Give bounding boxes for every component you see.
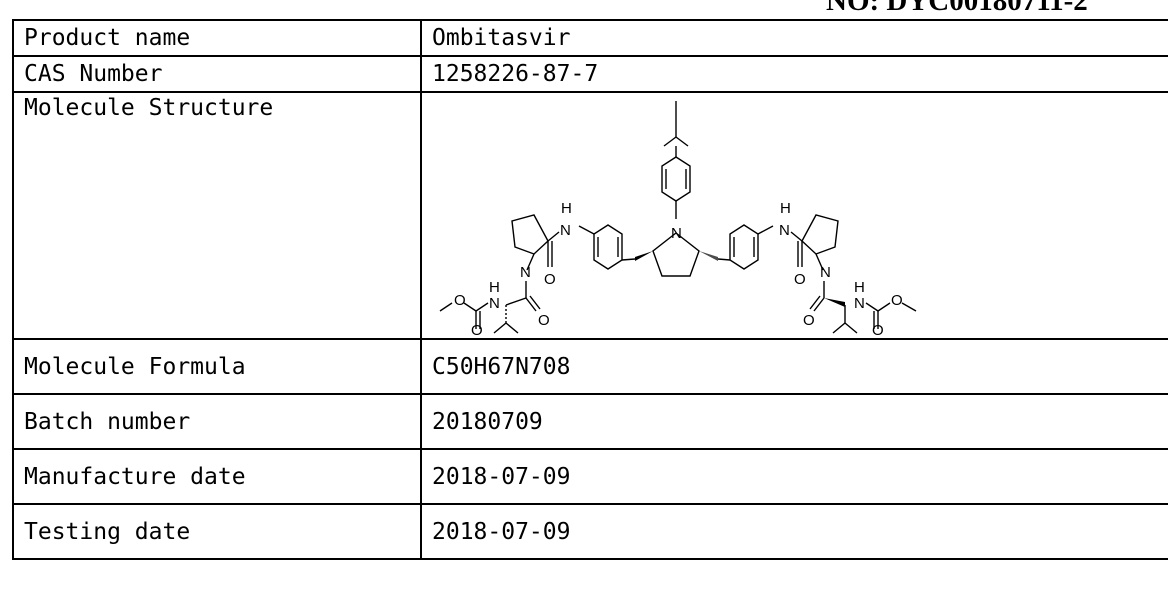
atom-label-o-right-methoxy: O	[891, 292, 903, 309]
atom-label-n: N	[671, 225, 682, 242]
atom-label-o-right-carbamate: O	[872, 322, 884, 336]
product-spec-table: Product name Ombitasvir CAS Number 12582…	[12, 19, 1168, 560]
atom-label-o-right-amide: O	[794, 271, 806, 288]
table-row: Batch number 20180709	[12, 393, 1168, 450]
product-name-value: Ombitasvir	[420, 19, 1168, 57]
wedge-bond-left	[635, 251, 653, 261]
atom-label-h-left-carbamate: H	[489, 279, 500, 296]
right-pyrrolidine-ring	[801, 214, 839, 271]
left-pyrrolidine-ring	[511, 214, 549, 271]
tert-butylphenyl-ring	[661, 156, 691, 219]
atom-label-n-right-ring: N	[820, 264, 831, 281]
manufacture-date-value: 2018-07-09	[420, 448, 1168, 505]
atom-label-o-left-carbonyl: O	[538, 312, 550, 329]
atom-label-n-left-ring: N	[520, 264, 531, 281]
cas-number-value: 1258226-87-7	[420, 55, 1168, 93]
document-number: NO: DYC00180711-2	[826, 0, 1088, 17]
cas-number-label: CAS Number	[12, 55, 422, 93]
molecule-structure-cell: N	[420, 91, 1168, 340]
table-row: Molecule Formula C50H67N708	[12, 338, 1168, 395]
tert-butyl-group	[663, 101, 689, 157]
atom-label-h-left: H	[561, 200, 572, 217]
table-row: CAS Number 1258226-87-7	[12, 55, 1168, 93]
manufacture-date-label: Manufacture date	[12, 448, 422, 505]
batch-number-value: 20180709	[420, 393, 1168, 450]
atom-label-o-left-amide: O	[544, 271, 556, 288]
atom-label-h-right-carbamate: H	[854, 279, 865, 296]
right-phenyl-ring	[717, 224, 774, 270]
table-row: Product name Ombitasvir	[12, 19, 1168, 57]
table-row: Molecule Structure	[12, 91, 1168, 340]
molecule-structure-diagram: N	[439, 101, 917, 336]
atom-label-nh-right-carbamate: N	[854, 295, 865, 312]
central-pyrrolidine-ring	[652, 232, 700, 277]
batch-number-label: Batch number	[12, 393, 422, 450]
atom-label-nh-right: N	[779, 222, 790, 239]
atom-label-o-left-carbamate: O	[471, 322, 483, 336]
table-row: Manufacture date 2018-07-09	[12, 448, 1168, 505]
atom-label-nh-left: N	[560, 222, 571, 239]
atom-label-o-left-methoxy: O	[454, 292, 466, 309]
table-row: Testing date 2018-07-09	[12, 503, 1168, 560]
testing-date-value: 2018-07-09	[420, 503, 1168, 560]
product-name-label: Product name	[12, 19, 422, 57]
wedge-bond-right	[699, 251, 718, 261]
molecule-formula-value: C50H67N708	[420, 338, 1168, 395]
wedge-bond-valine-right	[824, 298, 845, 307]
molecule-structure-label: Molecule Structure	[12, 91, 422, 340]
testing-date-label: Testing date	[12, 503, 422, 560]
atom-label-h-right: H	[780, 200, 791, 217]
atom-label-o-right-carbonyl: O	[803, 312, 815, 329]
atom-label-nh-left-carbamate: N	[489, 295, 500, 312]
molecule-formula-label: Molecule Formula	[12, 338, 422, 395]
left-phenyl-ring	[578, 224, 636, 270]
